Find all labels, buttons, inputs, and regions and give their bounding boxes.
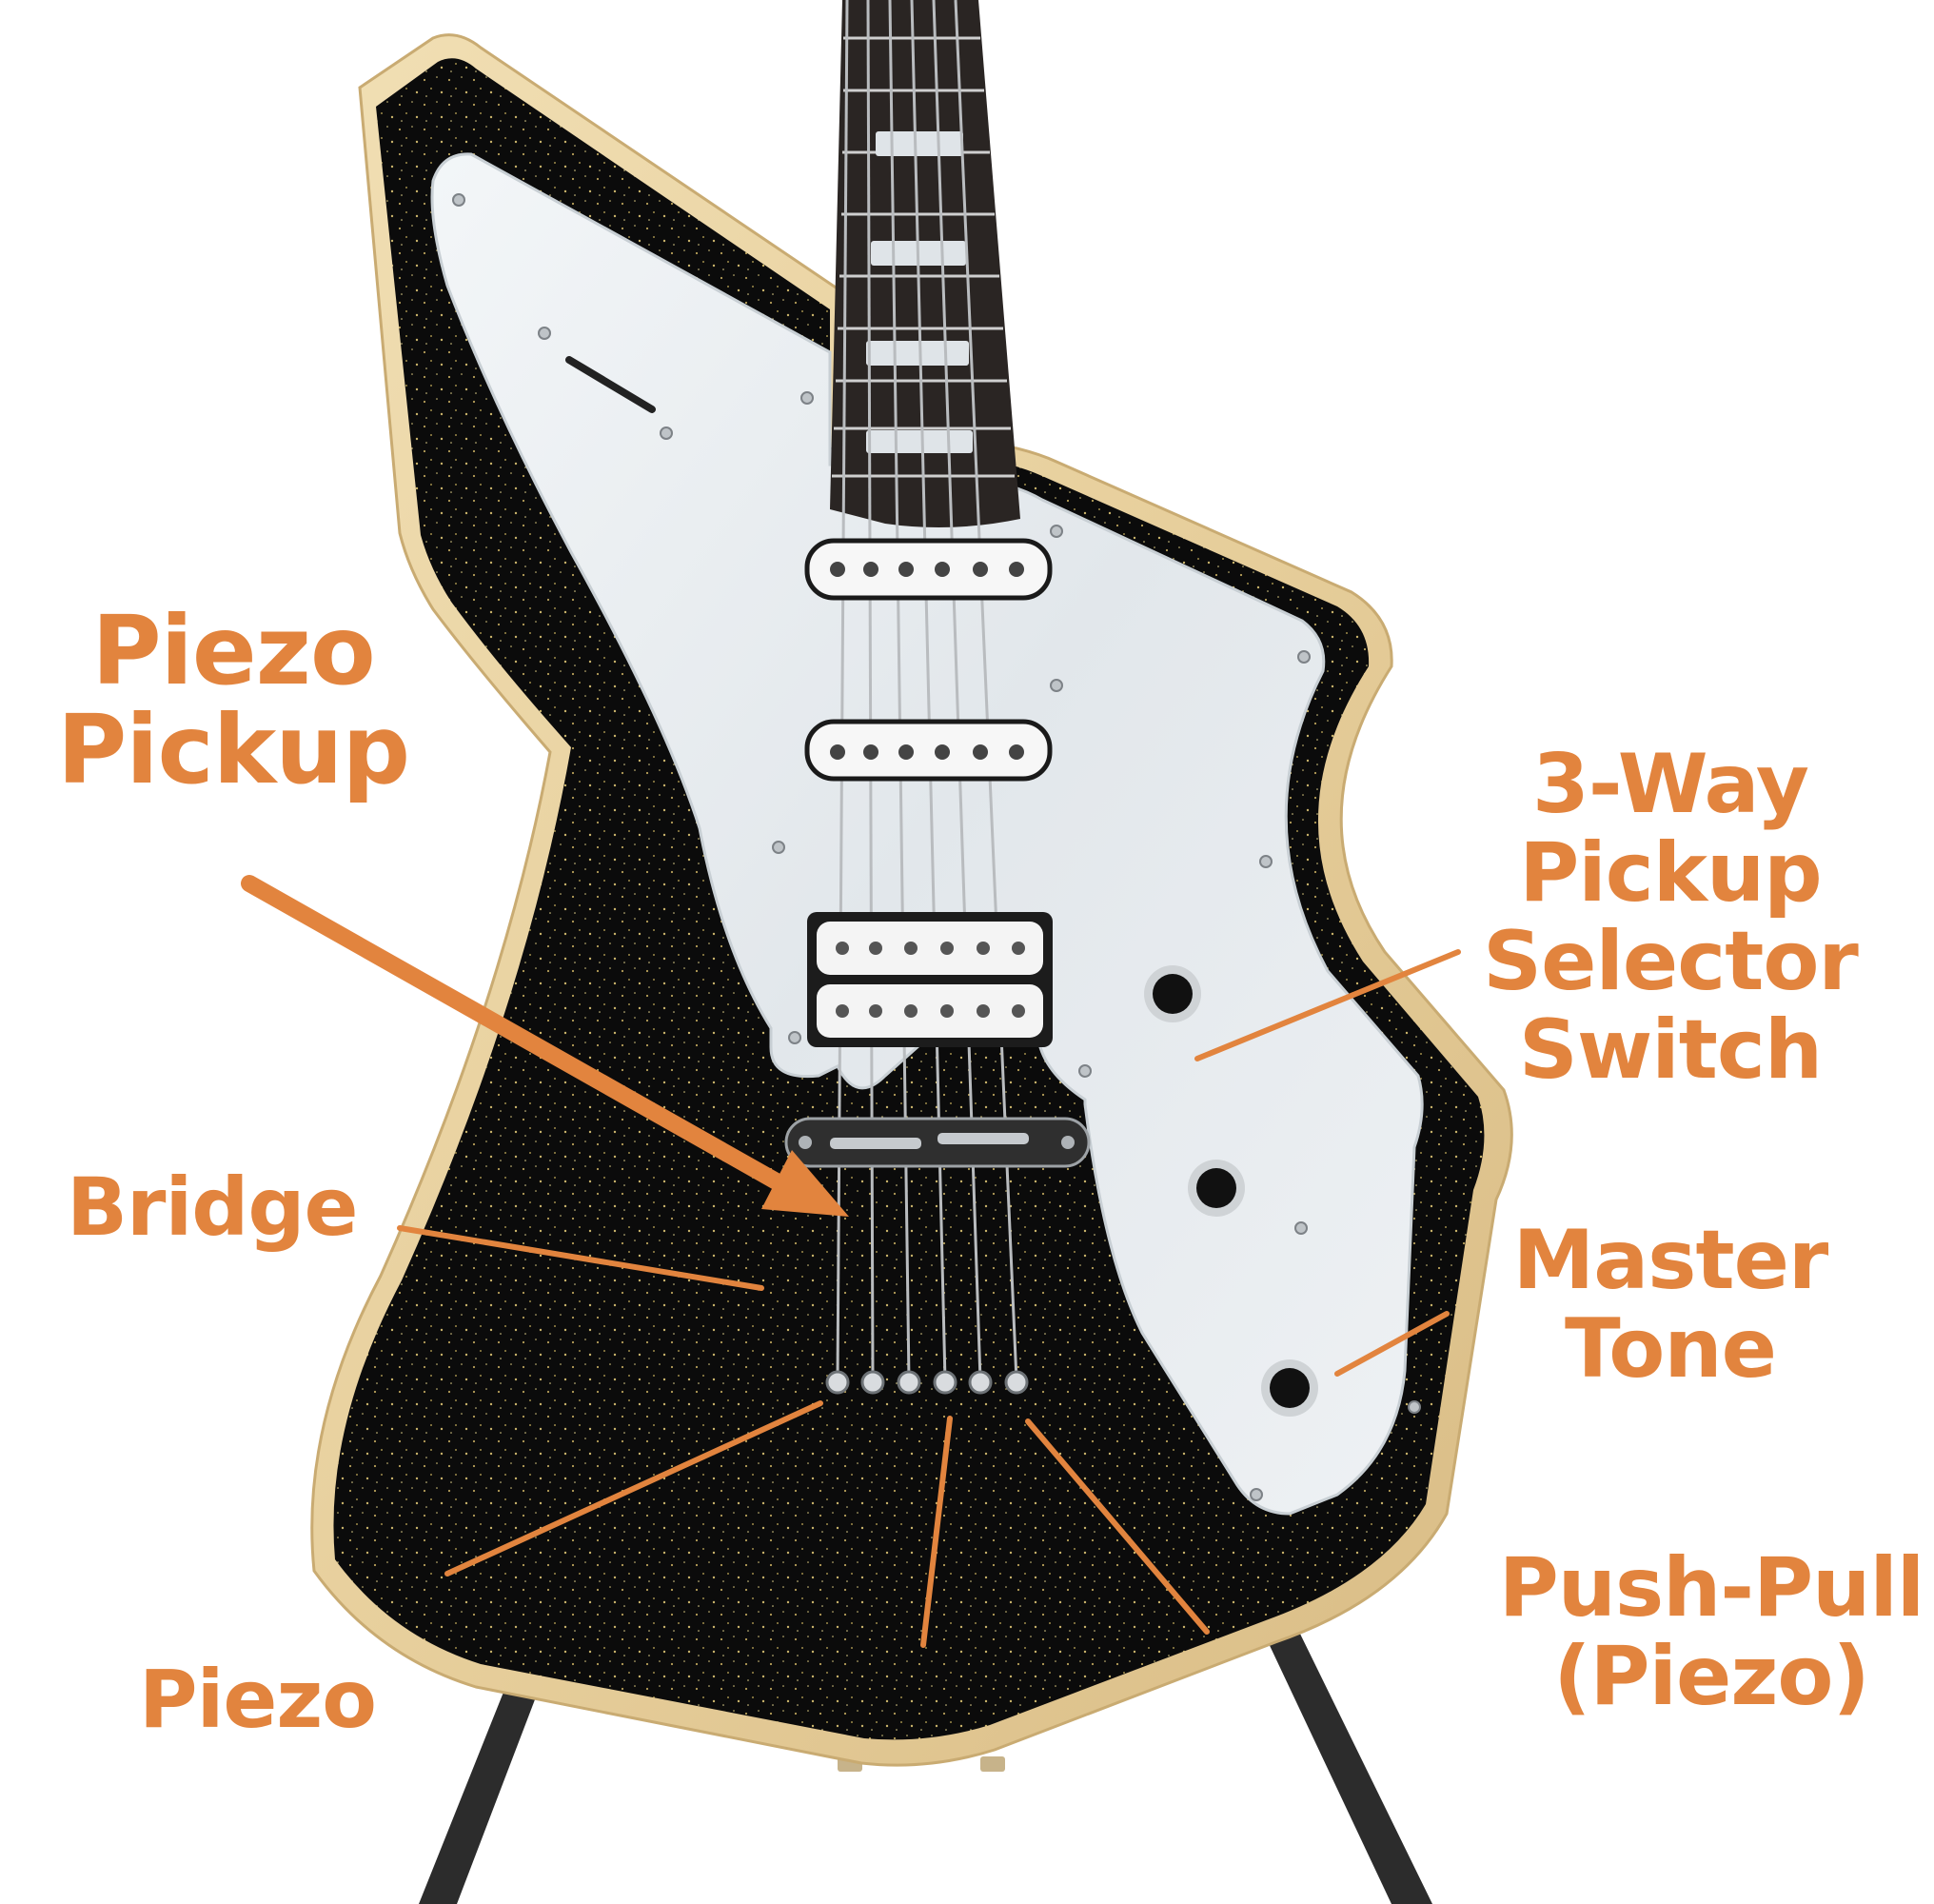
knob-icon [1188, 1160, 1245, 1217]
bridge-icon [784, 1117, 1091, 1168]
annotation-lines [241, 875, 1461, 1648]
label-piezo: Piezo [139, 1653, 377, 1746]
pickup-icon [804, 538, 1053, 601]
label-master-tone: Master Tone [1512, 1213, 1829, 1397]
fretboard [830, 0, 1020, 527]
pickup-icon [804, 719, 1053, 782]
pickup-icon [807, 912, 1053, 1047]
arrow-head [761, 1150, 849, 1217]
knob-icon [1144, 965, 1201, 1022]
knob-icon [1261, 1359, 1318, 1417]
label-bridge: Bridge [67, 1160, 358, 1254]
label-push-pull-piezo: Push-Pull (Piezo) [1498, 1540, 1925, 1724]
label-3-way-pickup-selector-switch: 3-Way Pickup Selector Switch [1483, 737, 1859, 1098]
label-piezo-pickup: Piezo Pickup [56, 595, 410, 805]
string-ferrules [825, 1370, 1029, 1395]
